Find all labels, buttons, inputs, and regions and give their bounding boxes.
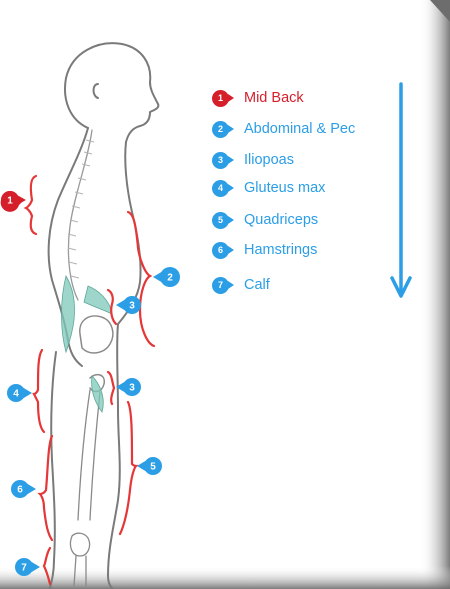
legend-label: Calf <box>244 277 270 293</box>
legend-label: Abdominal & Pec <box>244 121 356 137</box>
bracket-quadriceps <box>118 400 139 536</box>
legend-item-iliopoas: 3 Iliopoas <box>212 150 294 170</box>
legend-item-gluteus-max: 4 Gluteus max <box>212 178 325 198</box>
shin-bones <box>73 555 87 587</box>
bracket-abdominal-pec <box>126 210 156 348</box>
legend-number-badge: 3 <box>212 151 234 169</box>
legend-number-badge: 2 <box>212 120 234 138</box>
back-leg-outline <box>49 351 57 589</box>
spine <box>67 129 93 301</box>
legend-item-hamstrings: 6 Hamstrings <box>212 240 317 260</box>
legend-number-badge: 6 <box>212 241 234 259</box>
back-outline <box>47 127 89 341</box>
marker-3-lower: 3 <box>116 378 141 396</box>
femur-shaft <box>77 389 101 521</box>
legend-number-badge: 5 <box>212 211 234 229</box>
legend-label: Mid Back <box>244 90 304 106</box>
right-edge-shadow <box>420 0 450 589</box>
legend-item-mid-back: 1 Mid Back <box>212 88 304 108</box>
iliopsoas-muscle <box>61 274 113 413</box>
legend-item-quadriceps: 5 Quadriceps <box>212 210 318 230</box>
legend-label: Hamstrings <box>244 242 318 258</box>
marker-2: 2 <box>153 267 180 287</box>
ear <box>92 83 99 99</box>
muscle-brackets <box>23 174 156 586</box>
legend-label: Gluteus max <box>244 180 326 196</box>
front-leg-outline <box>107 323 121 589</box>
legend-number-badge: 7 <box>212 276 234 294</box>
legend-number-badge: 4 <box>212 179 234 197</box>
head-outline <box>64 42 160 143</box>
marker-5-label: 5 <box>150 462 156 473</box>
buttock-outline <box>67 339 83 367</box>
marker-2-label: 2 <box>167 273 173 284</box>
pelvis-bone <box>79 315 114 354</box>
marker-7: 7 <box>15 558 40 576</box>
bracket-calf <box>42 546 52 586</box>
marker-1: 1 <box>0 191 26 212</box>
marker-6: 6 <box>11 480 36 498</box>
knee-joint <box>69 532 91 557</box>
down-arrow-icon <box>390 82 412 298</box>
marker-1-label: 1 <box>7 196 13 207</box>
legend-label: Quadriceps <box>244 212 319 228</box>
legend-item-abdominal-pec: 2 Abdominal & Pec <box>212 119 355 139</box>
bracket-iliopsoas-upper <box>106 288 118 326</box>
marker-4-label: 4 <box>13 389 19 400</box>
bracket-gluteus-max <box>32 348 46 434</box>
corner-fold <box>430 0 450 22</box>
marker-3-upper: 3 <box>116 296 141 314</box>
bracket-iliopsoas-lower <box>106 370 116 406</box>
legend-number-badge: 1 <box>212 89 234 107</box>
marker-4: 4 <box>7 384 32 402</box>
legend-item-calf: 7 Calf <box>212 275 270 295</box>
bracket-hamstrings <box>37 434 54 542</box>
marker-6-label: 6 <box>17 485 23 496</box>
marker-3-upper-label: 3 <box>129 301 135 312</box>
vertebrae <box>67 139 95 279</box>
bottom-edge-shadow <box>0 566 450 589</box>
marker-5: 5 <box>137 457 162 475</box>
marker-3-lower-label: 3 <box>129 383 135 394</box>
bracket-mid-back <box>23 174 38 236</box>
legend-label: Iliopoas <box>244 152 294 168</box>
marker-7-label: 7 <box>21 563 27 574</box>
